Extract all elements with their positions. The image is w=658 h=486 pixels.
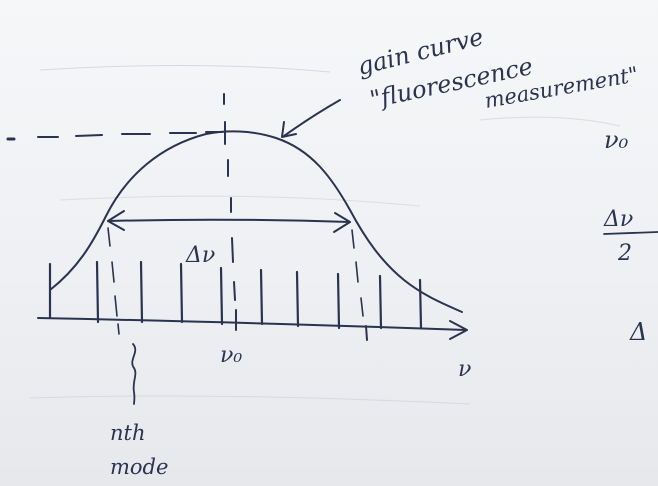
- center-dashed-line: [223, 93, 237, 331]
- margin-note-half-bandwidth-denominator: 2: [617, 241, 632, 266]
- nth-mode-label-line-1: nth: [110, 421, 146, 445]
- axis-label: ν: [458, 357, 471, 382]
- margin-note-fraction-bar: [603, 231, 658, 235]
- fwhm-left-marker: [107, 227, 120, 335]
- mode-line: [418, 278, 423, 330]
- mode-lines: [48, 260, 423, 330]
- mode-line: [259, 268, 264, 326]
- mode-line: [295, 270, 300, 328]
- mode-line: [378, 274, 383, 330]
- margin-note-half-bandwidth-numerator: Δν: [603, 207, 633, 232]
- mode-line: [139, 260, 144, 324]
- mode-line: [336, 272, 341, 330]
- mode-line: [219, 266, 224, 326]
- gain-curve: [49, 130, 463, 313]
- margin-note-center-frequency: ν₀: [604, 126, 629, 154]
- mode-line: [95, 260, 100, 324]
- mode-line: [179, 262, 184, 324]
- page-bleed-through: [29, 64, 621, 405]
- frequency-axis: [37, 317, 468, 340]
- nth-mode-label-line-2: mode: [110, 455, 168, 479]
- margin-note-delta: Δ: [629, 318, 647, 346]
- peak-level-dashed-line: [6, 131, 223, 141]
- center-frequency-label: ν₀: [220, 343, 242, 368]
- fwhm-right-marker: [351, 229, 368, 341]
- bandwidth-label: Δν: [185, 243, 215, 268]
- nth-mode-brace: [131, 343, 137, 405]
- annotation-arrow: [281, 99, 341, 138]
- bandwidth-arrow: [107, 210, 351, 233]
